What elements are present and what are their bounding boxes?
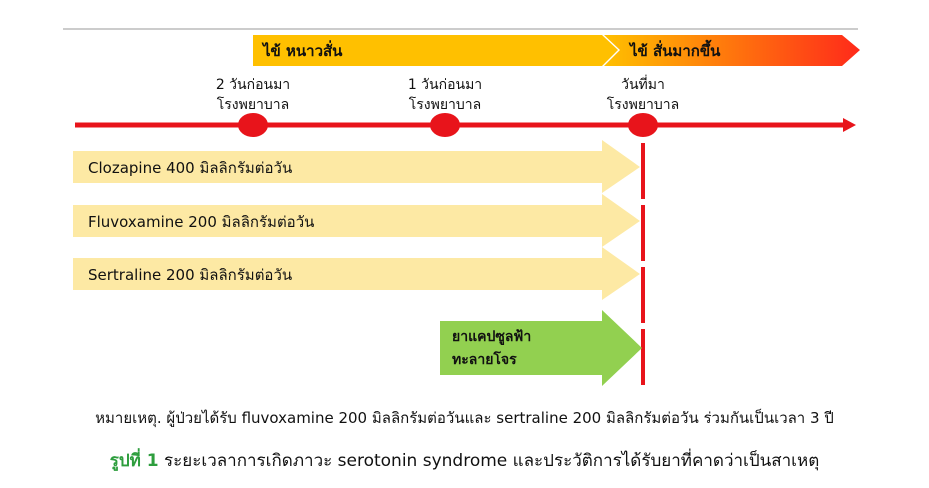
phase-label-high-fever: ไข้ สั่นมากขึ้น — [628, 39, 721, 60]
drug-arrow-fluvoxamine — [73, 194, 640, 247]
drug-arrow-clozapine — [73, 140, 640, 193]
phase-arrow-short-fever — [253, 35, 618, 66]
timeline-label-1day-line2: โรงพยาบาล — [409, 96, 482, 113]
drug-label-sertraline: Sertraline 200 มิลลิกรัมต่อวัน — [88, 266, 292, 284]
timeline-point-2days — [238, 113, 268, 137]
timeline-label-admission-line2: โรงพยาบาล — [607, 96, 680, 113]
timeline-arrowhead — [843, 118, 856, 132]
figure-label: รูปที่ 1 — [109, 451, 159, 471]
timeline-label-2days-line1: 2 วันก่อนมา — [216, 77, 290, 93]
figure-caption: รูปที่ 1 ระยะเวลาการเกิดภาวะ serotonin s… — [0, 447, 929, 474]
capsule-arrow — [440, 310, 642, 386]
drug-label-clozapine: Clozapine 400 มิลลิกรัมต่อวัน — [88, 159, 292, 177]
timeline-label-admission-line1: วันที่มา — [621, 75, 665, 93]
capsule-label-line2: ทะลายโจร — [452, 350, 517, 368]
timeline-label-1day-line1: 1 วันก่อนมา — [408, 77, 482, 93]
timeline-label-2days-line2: โรงพยาบาล — [217, 96, 290, 113]
timeline-point-admission — [628, 113, 658, 137]
capsule-label-line1: ยาแคปซูลฟ้า — [452, 329, 531, 345]
figure-caption-text: ระยะเวลาการเกิดภาวะ serotonin syndrome แ… — [164, 451, 820, 471]
drug-label-fluvoxamine: Fluvoxamine 200 มิลลิกรัมต่อวัน — [88, 213, 314, 231]
footnote: หมายเหตุ. ผู้ป่วยได้รับ fluvoxamine 200 … — [95, 409, 834, 427]
timeline-point-1day — [430, 113, 460, 137]
phase-label-short-fever: ไข้ หนาวสั่น — [261, 40, 343, 60]
drug-arrow-sertraline — [73, 247, 640, 300]
phase-arrow-high-fever — [604, 35, 860, 66]
timeline-diagram: ไข้ หนาวสั่น ไข้ สั่นมากขึ้น 2 วันก่อนมา… — [63, 28, 860, 388]
